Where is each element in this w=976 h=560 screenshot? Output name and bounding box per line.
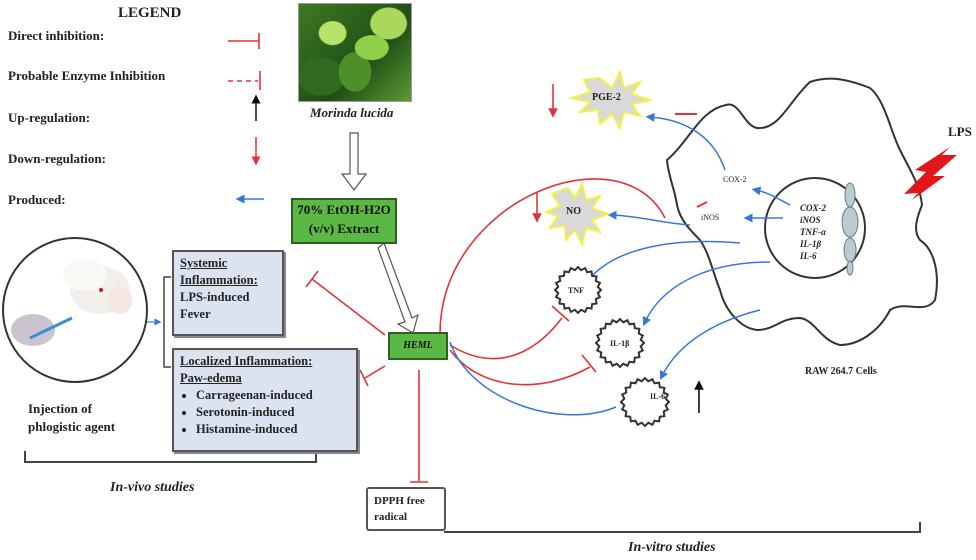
gene-item: IL-1β (800, 239, 822, 249)
inhibit-systemic (305, 270, 386, 336)
injection-label-line-2: phlogistic agent (28, 419, 116, 434)
il6-cytokine (619, 376, 671, 428)
systemic-line-2: Fever (180, 307, 211, 321)
produce-tnf (586, 240, 741, 282)
systemic-line-1: LPS-induced (180, 290, 250, 304)
inhibit-arc-inos (439, 178, 666, 335)
hollow-arrow-extract-to-heml (377, 241, 419, 334)
no-label: NO (566, 206, 581, 217)
plant-name: Morinda lucida (310, 105, 394, 120)
inhibit-localized (359, 365, 386, 387)
lps-label: LPS (948, 124, 972, 139)
extract-box: 70% EtOH-H2O (v/v) Extract (291, 198, 397, 244)
legend-produced-label: Produced: (8, 192, 66, 207)
heml-box: HEML (388, 332, 448, 360)
dpph-line-1: DPPH free (374, 495, 425, 507)
legend-up-regulation-label: Up-regulation: (8, 110, 91, 125)
inos-label: iNOS (701, 213, 720, 222)
pge2-burst (568, 69, 654, 131)
cox2-label: COX-2 (723, 175, 747, 184)
legend-direct-inhibition-label: Direct inhibition: (8, 28, 105, 43)
inhibit-il1b (449, 349, 597, 386)
legend-direct-inhibition-symbol (228, 33, 260, 49)
pge2-label: PGE-2 (592, 92, 621, 103)
il1b-cytokine (594, 317, 646, 369)
in-vivo-bracket (24, 451, 317, 463)
in-vivo-label: In-vivo studies (110, 480, 195, 495)
systemic-title-2: Inflammation: (180, 273, 258, 287)
produce-il6-arc (449, 341, 617, 416)
localized-item: Carrageenan-induced (196, 387, 350, 404)
gene-list: COX-2 iNOS TNF-α IL-1β IL-6 (800, 202, 826, 262)
mouse-injection-illustration (2, 237, 148, 383)
tnf-label: TNF (568, 286, 584, 295)
inhibit-dpph (410, 370, 428, 483)
dpph-box: DPPH free radical (366, 487, 446, 531)
produce-no (607, 210, 691, 226)
produce-cox2-from-nucleus (751, 186, 791, 206)
il1b-label: IL-1β (610, 339, 630, 348)
raw-cell-membrane (665, 77, 938, 347)
gene-item: COX-2 (800, 203, 827, 213)
produce-il6 (659, 309, 761, 381)
dpph-line-2: radical (374, 511, 407, 523)
il6-label: IL-6 (650, 392, 666, 401)
injection-label: Injection of phlogistic agent (28, 400, 115, 436)
systemic-title-1: Systemic (180, 256, 228, 270)
produce-pge2 (645, 112, 726, 171)
raw-cells-label: RAW 264.7 Cells (805, 366, 877, 377)
dna-helix-icon (841, 182, 859, 276)
lps-lightning-icon (904, 147, 957, 200)
legend-probable-inhibition-label: Probable Enzyme Inhibition (8, 68, 166, 83)
in-vitro-bracket (444, 522, 921, 533)
probable-inhibit-inos (696, 201, 708, 208)
localized-item: Serotonin-induced (196, 404, 350, 421)
tnf-cytokine (553, 265, 603, 315)
localized-subtitle: Paw-edema (180, 371, 242, 385)
injection-label-line-1: Injection of (28, 401, 92, 416)
gene-item: TNF-α (800, 227, 826, 237)
in-vitro-label: In-vitro studies (628, 540, 716, 555)
gene-item: iNOS (800, 215, 821, 225)
localized-item: Histamine-induced (196, 421, 350, 438)
localized-inflammation-box: Localized Inflammation: Paw-edema Carrag… (172, 348, 358, 452)
extract-line-1: 70% EtOH-H2O (297, 202, 391, 217)
gene-item: IL-6 (800, 251, 817, 261)
inhibit-tnf (449, 305, 570, 360)
extract-line-2: (v/v) Extract (308, 221, 380, 236)
legend-down-regulation-label: Down-regulation: (8, 151, 106, 166)
produce-il1b (642, 261, 771, 327)
nucleus (764, 177, 866, 279)
no-burst (543, 181, 611, 247)
hollow-arrow-plant-to-extract (340, 132, 368, 191)
legend-title: LEGEND (118, 5, 182, 21)
morinda-lucida-photo (298, 3, 412, 102)
legend-probable-inhibition-symbol (228, 71, 261, 90)
localized-title: Localized Inflammation: (180, 354, 313, 368)
systemic-inflammation-box: Systemic Inflammation: LPS-induced Fever (172, 250, 284, 336)
